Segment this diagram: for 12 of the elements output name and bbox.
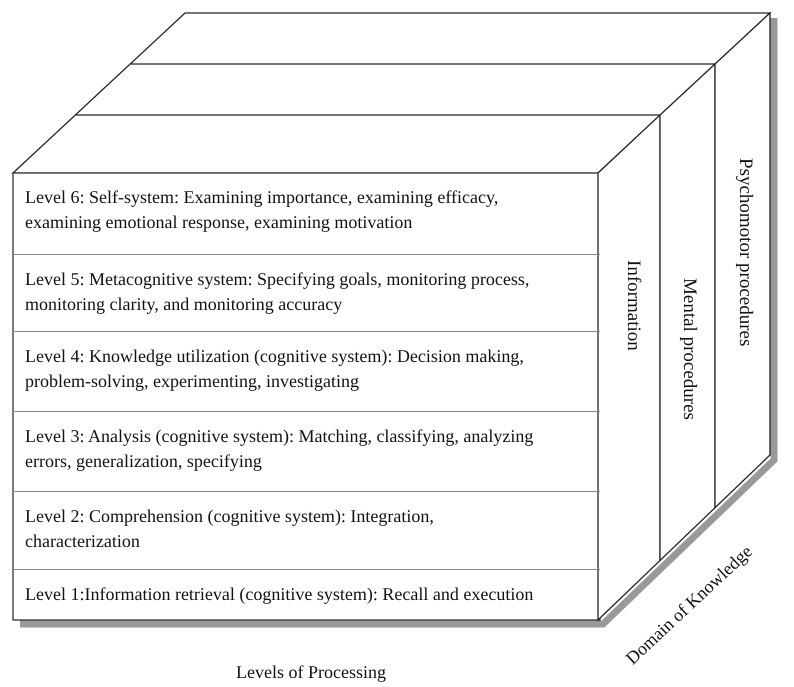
slice-label: Information [622, 260, 644, 351]
level-description: Level 4: Knowledge utilization (cognitive system): Decision making, problem-solving, experimenting, investigating [25, 345, 525, 393]
domain-slice [597, 114, 661, 622]
level-description: Level 2: Comprehension (cognitive system): Integration, characterization [25, 505, 435, 553]
slice-label: Psychomotor procedures [734, 158, 756, 346]
axis-label: Levels of Processing [236, 662, 386, 683]
domain-slice [714, 12, 771, 510]
level-description: Level 1:Information retrieval (cognitive system): Recall and execution [25, 583, 534, 606]
level-description: Level 3: Analysis (cognitive system): Matching, classifying, analyzing errors, generalization, specifying [25, 425, 534, 473]
level-description: Level 5: Metacognitive system: Specifying goals, monitoring process, monitoring clarity, and monitoring accuracy [25, 268, 530, 316]
slice-label: Mental procedures [678, 278, 700, 420]
level-description: Level 6: Self-system: Examining importance, examining efficacy, examining emotional response, examining motivation [25, 186, 500, 234]
